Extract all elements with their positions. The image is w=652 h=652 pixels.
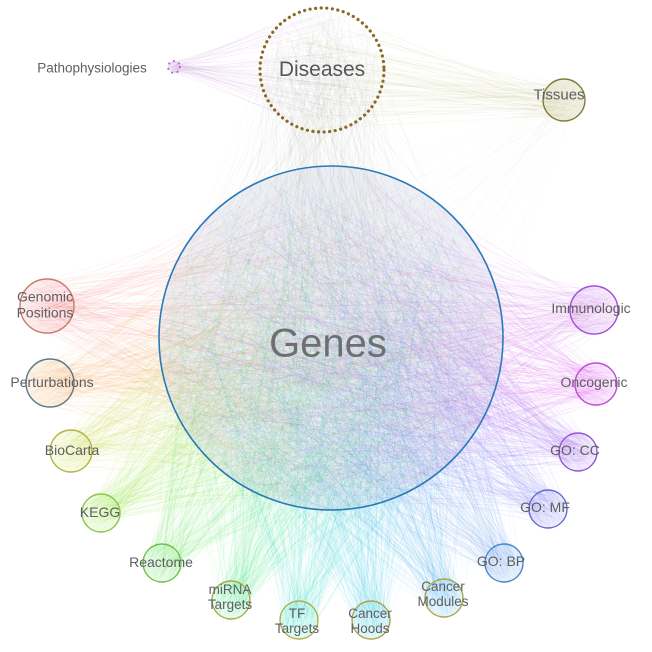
edge-bundle-genes-mirna-targets	[164, 173, 492, 619]
node-label-kegg[interactable]: KEGG	[79, 504, 121, 521]
node-label-tissues[interactable]: Tissues	[533, 86, 585, 104]
edge-bundle-genes-go-bp	[170, 175, 523, 582]
node-label-immunologic[interactable]: Immunologic	[551, 300, 631, 317]
edge-bundle-diseases-diseases	[260, 9, 383, 132]
node-label-perturbations[interactable]: Perturbations	[10, 374, 94, 391]
edge-bundle-genes-tf-targets	[163, 174, 496, 639]
node-label-go-bp[interactable]: GO: BP	[476, 553, 526, 570]
node-label-cancer-hoods[interactable]: Cancer Hoods	[348, 605, 392, 636]
edge-bundle-diseases-pathophysiologies	[168, 8, 379, 128]
edge-bundle-diseases-tissues	[269, 9, 583, 131]
edge-bundle-genes-biocarta	[51, 181, 502, 502]
node-oncogenic[interactable]	[574, 362, 618, 406]
node-diseases[interactable]	[258, 6, 386, 134]
edge-bundle-genes-cancer-modules	[169, 169, 497, 617]
edge-bundle-genes-go-cc	[171, 173, 597, 500]
node-label-biocarta[interactable]: BioCarta	[44, 442, 100, 459]
node-cancer-modules[interactable]	[424, 578, 464, 618]
node-immunologic[interactable]	[569, 285, 619, 335]
edge-bundle-genes-oncogenic	[161, 170, 617, 509]
node-label-reactome[interactable]: Reactome	[129, 554, 193, 571]
node-label-diseases[interactable]: Diseases	[278, 58, 366, 82]
node-label-oncogenic[interactable]: Oncogenic	[560, 374, 628, 391]
edge-bundle-genes-immunologic	[164, 182, 618, 497]
edge-bundle-genes-reactome	[144, 179, 492, 582]
node-tissues[interactable]	[542, 78, 586, 122]
node-genomic-positions[interactable]	[19, 278, 75, 334]
node-label-pathophysiologies[interactable]: Pathophysiologies	[37, 60, 147, 76]
node-reactome[interactable]	[142, 543, 182, 583]
edge-bundle-genes-kegg	[81, 179, 490, 530]
node-go-mf[interactable]	[528, 489, 568, 529]
node-layer	[19, 6, 619, 640]
edge-bundle-genes-cancer-hoods	[169, 173, 494, 639]
node-cancer-hoods[interactable]	[351, 600, 391, 640]
node-kegg[interactable]	[81, 493, 121, 533]
edge-bundle-genes-diseases	[161, 8, 498, 507]
node-go-bp[interactable]	[484, 543, 524, 583]
node-biocarta[interactable]	[49, 429, 93, 473]
node-label-cancer-modules[interactable]: Cancer Modules	[417, 578, 469, 609]
node-go-cc[interactable]	[558, 432, 598, 472]
node-label-genes[interactable]: Genes	[269, 321, 387, 366]
edge-bundle-genes-genomic-positions	[22, 170, 484, 510]
node-label-mirna-targets[interactable]: miRNA Targets	[207, 581, 253, 612]
node-label-genomic-positions[interactable]: Genomic Positions	[16, 288, 74, 320]
edge-bundle-genes-perturbations	[26, 169, 496, 498]
node-label-go-mf[interactable]: GO: MF	[520, 499, 570, 516]
node-mirna-targets[interactable]	[211, 580, 251, 620]
node-pathophysiologies[interactable]	[167, 60, 181, 74]
node-label-go-cc[interactable]: GO: CC	[550, 442, 600, 459]
edge-layer	[22, 8, 618, 639]
node-genes[interactable]	[158, 165, 504, 511]
node-label-tf-targets[interactable]: TF Targets	[274, 605, 320, 636]
node-tf-targets[interactable]	[279, 600, 319, 640]
edge-bundle-genes-go-mf	[162, 173, 566, 528]
node-perturbations[interactable]	[25, 358, 75, 408]
